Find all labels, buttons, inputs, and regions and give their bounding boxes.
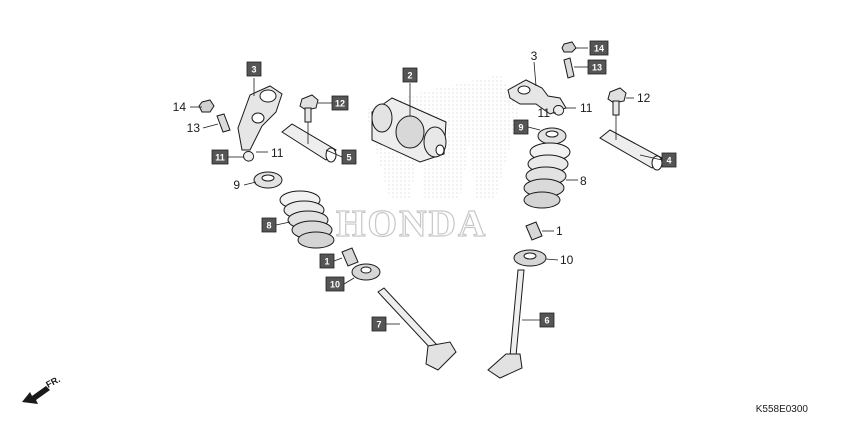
callout-9-left: 9 [233, 178, 240, 192]
callout-6: 6 [539, 312, 555, 328]
rocker-arm-left [237, 85, 283, 151]
callout-13-left: 13 [187, 121, 201, 135]
camshaft [371, 97, 447, 163]
bolt-right [607, 87, 627, 116]
callout-12-right: 12 [637, 91, 651, 105]
callout-13-right: 13 [587, 59, 607, 75]
callout-12-left: 12 [331, 95, 349, 111]
callout-4: 4 [661, 152, 677, 168]
callout-11-left-box: 11 [211, 149, 229, 165]
callout-3-left: 3 [246, 61, 262, 77]
callout-11-right-a: 11 [538, 106, 551, 120]
lock-nut-right [561, 41, 577, 53]
clip-left [243, 151, 255, 162]
spring-retainer-right [537, 127, 567, 145]
adjust-screw-left [216, 113, 231, 133]
callout-14-left: 14 [173, 100, 187, 114]
valve-cotter-right [525, 221, 543, 241]
watermark-text: HONDA [336, 203, 487, 245]
front-direction-indicator: FR. [22, 374, 62, 404]
callout-10-right: 10 [560, 253, 574, 267]
svg-text:10: 10 [330, 280, 340, 290]
svg-text:1: 1 [324, 257, 329, 267]
svg-text:12: 12 [335, 99, 345, 109]
svg-text:6: 6 [544, 316, 549, 326]
valve-spring-right [523, 142, 571, 209]
callout-1-left: 1 [319, 253, 335, 269]
callout-3-right: 3 [531, 49, 538, 63]
exhaust-valve [377, 287, 457, 371]
callout-11-right-b: 11 [580, 101, 593, 115]
svg-text:3: 3 [251, 65, 256, 75]
rocker-arm-right [507, 79, 567, 115]
valve-spring-left [279, 190, 335, 249]
clip-right [553, 105, 565, 116]
callout-1-right: 1 [556, 224, 563, 238]
callout-boxes: 3 11 8 12 5 2 1 10 7 14 13 9 4 6 [211, 40, 677, 332]
adjust-screw-right [563, 57, 575, 79]
svg-text:2: 2 [407, 71, 412, 81]
front-label: FR. [44, 374, 61, 390]
honda-watermark: HONDA [335, 75, 520, 246]
rocker-shaft-right [599, 129, 663, 171]
valve-cotter-left [341, 247, 359, 267]
front-arrow-icon [22, 386, 50, 404]
callout-5: 5 [341, 149, 357, 165]
callout-8-right: 8 [580, 174, 587, 188]
valve-stem-seal-right [513, 249, 547, 267]
callout-8-left: 8 [261, 217, 277, 233]
svg-text:4: 4 [666, 156, 671, 166]
callout-2: 2 [402, 67, 418, 83]
bolt-left [299, 94, 319, 123]
callout-14-right: 14 [589, 40, 609, 56]
callout-10-left: 10 [325, 276, 345, 292]
leader-lines [190, 47, 663, 325]
svg-text:14: 14 [594, 44, 604, 54]
svg-text:8: 8 [266, 221, 271, 231]
callout-7: 7 [371, 316, 387, 332]
intake-valve [487, 269, 525, 379]
valve-stem-seal-left [351, 263, 381, 281]
svg-text:5: 5 [346, 153, 351, 163]
svg-text:9: 9 [518, 123, 523, 133]
rocker-shaft-left [281, 123, 337, 163]
callout-11-left: 11 [271, 146, 284, 160]
svg-text:13: 13 [592, 63, 602, 73]
svg-text:11: 11 [215, 153, 225, 163]
callout-labels: 14 13 11 9 3 11 11 12 8 1 10 [173, 49, 651, 267]
spring-retainer-left [253, 171, 283, 189]
lock-nut-left [198, 99, 215, 113]
svg-text:7: 7 [376, 320, 381, 330]
callout-9-right: 9 [513, 119, 529, 135]
diagram-code: K558E0300 [756, 404, 809, 415]
